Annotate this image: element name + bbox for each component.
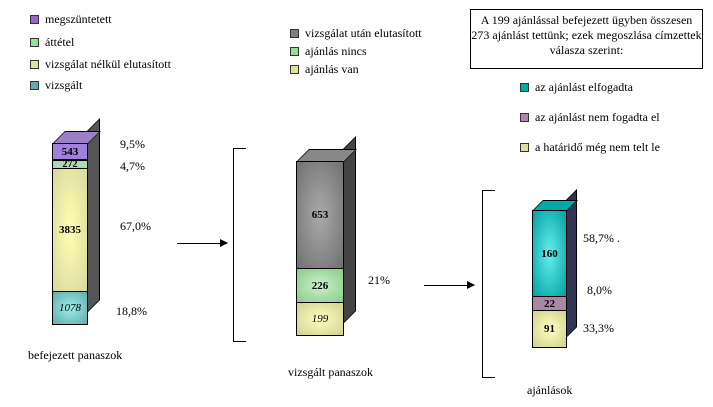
swatch-icon	[30, 60, 39, 69]
bar-side	[566, 189, 577, 338]
legend-item: az ajánlást nem fogadta el	[520, 110, 660, 125]
pct-label: 18,8%	[116, 304, 147, 318]
swatch-icon	[30, 15, 39, 24]
pct-label: 67,0%	[120, 219, 151, 233]
bracket	[233, 148, 246, 342]
legend-label: vizsgálat után elutasított	[305, 26, 422, 40]
bar-segment: 199	[296, 302, 344, 336]
legend-item: az ajánlást elfogadta	[520, 80, 633, 95]
bar-title: befejezett panaszok	[28, 348, 123, 362]
pct-label: 8,0%	[587, 283, 612, 297]
swatch-icon	[520, 143, 529, 152]
legend-label: vizsgált	[45, 78, 83, 92]
swatch-icon	[290, 65, 299, 74]
legend-item: ajánlás van	[290, 62, 359, 77]
legend-label: a határidő még nem telt le	[535, 140, 660, 154]
bar-side	[87, 118, 100, 313]
bar-segment: 3835	[52, 168, 88, 292]
note-box: A 199 ajánlással befejezett ügyben össze…	[470, 9, 703, 69]
bar-side	[343, 136, 356, 324]
legend-label: ajánlás nincs	[305, 44, 367, 58]
legend-item: megszüntetett	[30, 12, 112, 27]
bracket	[482, 190, 495, 378]
swatch-icon	[290, 47, 299, 56]
bar-title: ajánlások	[527, 383, 573, 397]
bar-vizsgalt: 653 226 199	[296, 136, 357, 336]
legend-label: áttétel	[45, 35, 75, 49]
bar-title: vizsgált panaszok	[288, 365, 373, 379]
legend-label: az ajánlást nem fogadta el	[535, 110, 660, 124]
bar-segment: 22	[532, 296, 567, 311]
swatch-icon	[290, 29, 299, 38]
bar-befejezett: 543 272 3835 1078	[52, 118, 101, 325]
arrow-icon	[424, 281, 475, 289]
swatch-icon	[30, 38, 39, 47]
legend-label: ajánlás van	[305, 62, 359, 76]
swatch-icon	[520, 113, 529, 122]
legend-item: a határidő még nem telt le	[520, 140, 660, 155]
arrow-icon	[177, 239, 228, 247]
legend-label: megszüntetett	[45, 12, 112, 26]
legend-item: vizsgált	[30, 78, 82, 93]
pct-label: 21%	[368, 273, 390, 287]
legend-item: vizsgálat után elutasított	[290, 26, 422, 41]
swatch-icon	[520, 83, 529, 92]
bar-segment: 91	[532, 310, 567, 348]
bar-segment: 226	[296, 268, 344, 303]
legend-item: vizsgálat nélkül elutasított	[30, 57, 171, 72]
pct-label: 33,3%	[583, 321, 614, 335]
legend-item: ajánlás nincs	[290, 44, 367, 59]
bar-ajanlasok: 160 22 91	[532, 189, 578, 348]
legend-label: vizsgálat nélkül elutasított	[45, 57, 171, 71]
bar-segment: 543	[52, 143, 88, 160]
bar-segment: 1078	[52, 291, 88, 325]
pct-label: 58,7% .	[583, 231, 620, 245]
pct-label: 9,5%	[120, 137, 145, 151]
bar-segment: 160	[532, 210, 567, 297]
legend-label: az ajánlást elfogadta	[535, 80, 633, 94]
bar-segment: 653	[296, 161, 344, 269]
legend-item: áttétel	[30, 35, 74, 50]
swatch-icon	[30, 81, 39, 90]
pct-label: 4,7%	[120, 159, 145, 173]
